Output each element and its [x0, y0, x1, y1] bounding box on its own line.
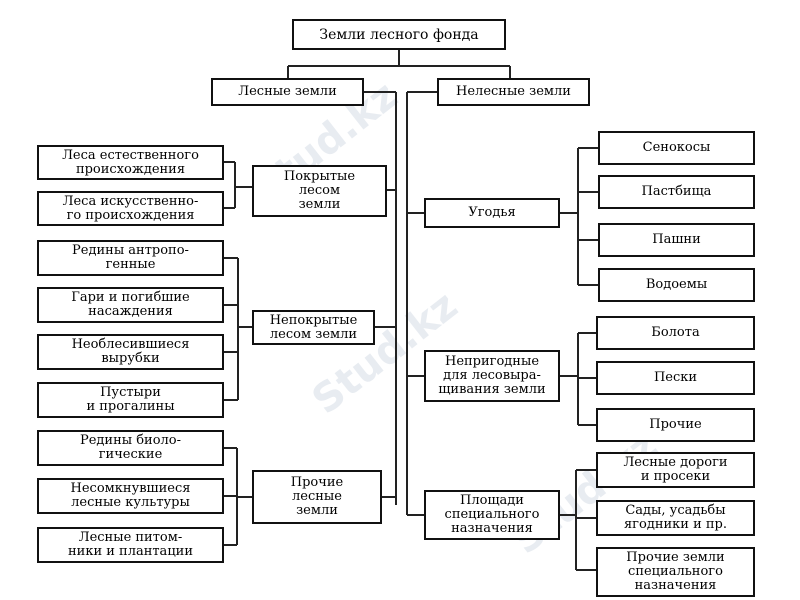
- unforested-clearings-node: Необлесившиеся вырубки: [37, 334, 224, 370]
- hayfields-node: Сенокосы: [598, 131, 755, 165]
- root-node: Земли лесного фонда: [292, 19, 506, 50]
- artificial-forest-node: Леса искусственно- го происхождения: [37, 191, 224, 226]
- natural-forest-node: Леса естественного происхождения: [37, 145, 224, 180]
- biological-sparse-node: Редины биоло- гические: [37, 430, 224, 466]
- forest-lands-node: Лесные земли: [211, 78, 364, 106]
- forest-roads-node: Лесные дороги и просеки: [596, 452, 755, 488]
- pastures-node: Пастбища: [598, 175, 755, 209]
- other-special-lands-node: Прочие земли специального назначения: [596, 547, 755, 597]
- other-unsuitable-node: Прочие: [596, 408, 755, 442]
- uncovered-forest-node: Непокрытые лесом земли: [252, 310, 375, 345]
- swamps-node: Болота: [596, 316, 755, 350]
- sands-node: Пески: [596, 361, 755, 395]
- unsuitable-lands-node: Непригодные для лесовыра- щивания земли: [424, 350, 560, 402]
- gardens-node: Сады, усадьбы ягодники и пр.: [596, 500, 755, 536]
- anthropogenic-sparse-node: Редины антропо- генные: [37, 240, 224, 276]
- unclosed-cultures-node: Несомкнувшиеся лесные культуры: [37, 478, 224, 514]
- water-bodies-node: Водоемы: [598, 268, 755, 302]
- other-forest-node: Прочие лесные земли: [252, 470, 382, 524]
- wastelands-node: Пустыри и прогалины: [37, 382, 224, 418]
- covered-forest-node: Покрытые лесом земли: [252, 165, 387, 217]
- arable-lands-node: Пашни: [598, 223, 755, 257]
- agricultural-lands-node: Угодья: [424, 198, 560, 228]
- nurseries-node: Лесные питом- ники и плантации: [37, 527, 224, 563]
- burned-stands-node: Гари и погибшие насаждения: [37, 287, 224, 323]
- special-purpose-node: Площади специального назначения: [424, 490, 560, 540]
- nonforest-lands-node: Нелесные земли: [437, 78, 590, 106]
